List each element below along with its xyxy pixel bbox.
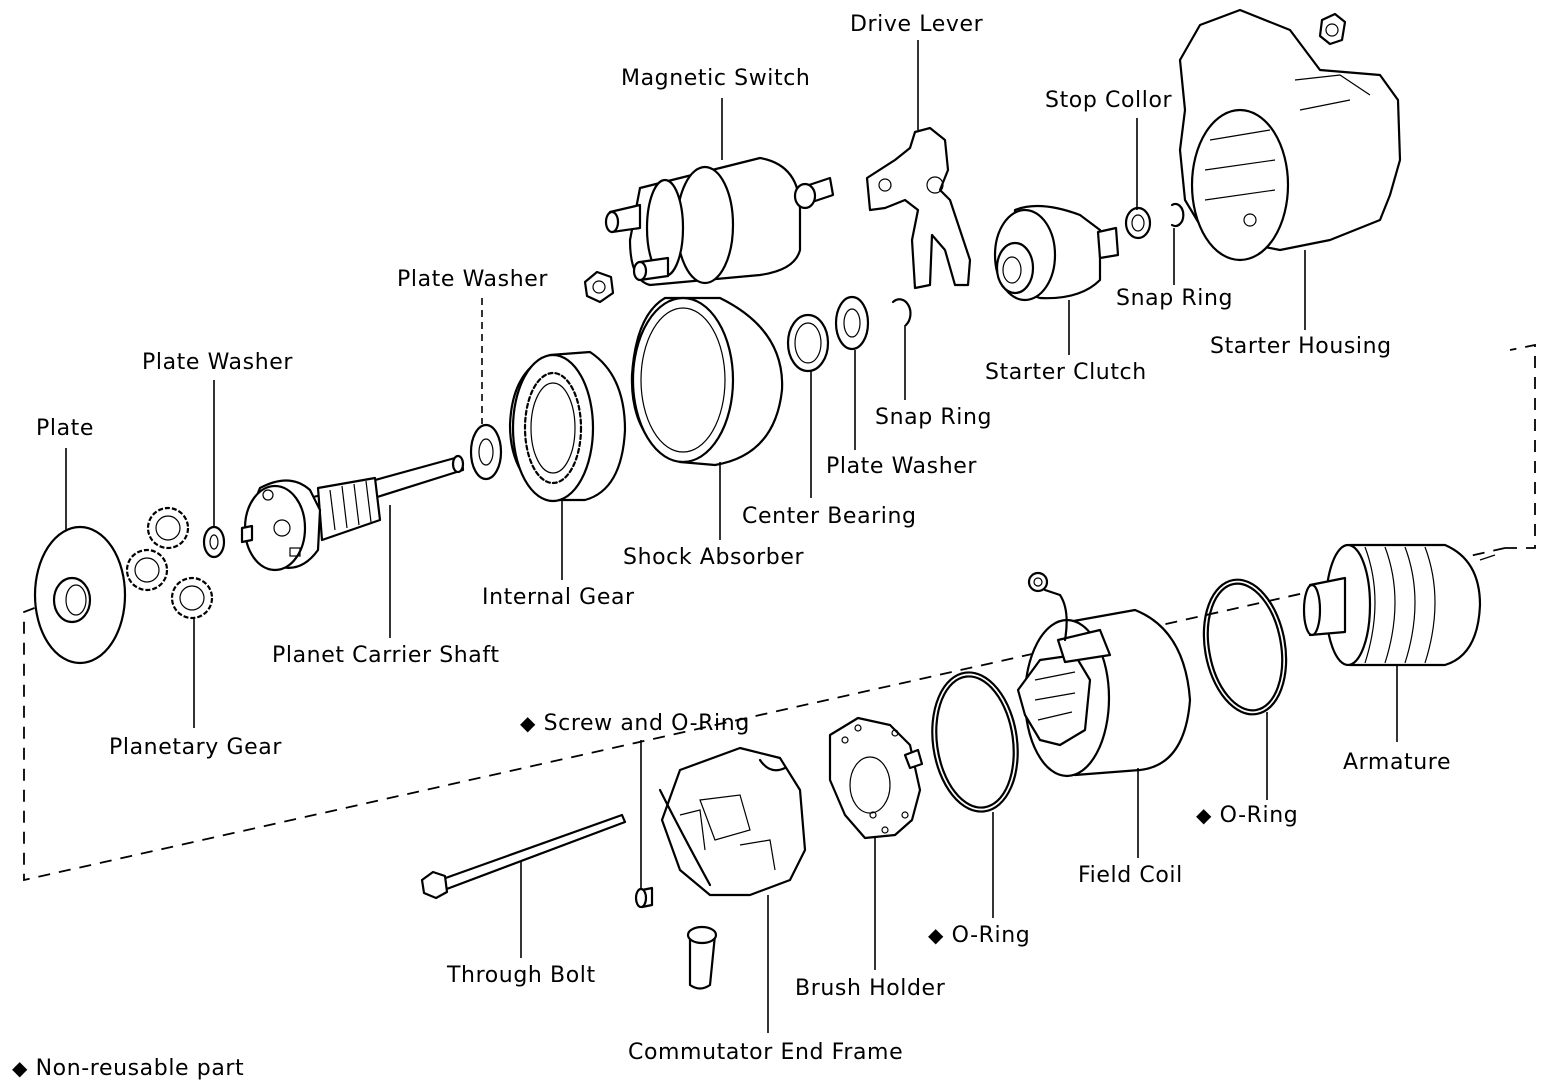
label-armature: Armature bbox=[1343, 750, 1452, 775]
commutator-bolt-part bbox=[686, 925, 718, 990]
label-brush-holder: Brush Holder bbox=[795, 976, 946, 1001]
drive-lever-part bbox=[865, 126, 972, 290]
label-internal-gear: Internal Gear bbox=[482, 585, 635, 610]
label-snap-ring-top: Snap Ring bbox=[1116, 286, 1234, 311]
starter-clutch-part bbox=[993, 204, 1120, 302]
non-reusable-marker: ◆ bbox=[1196, 803, 1212, 827]
legend-symbol: ◆ bbox=[12, 1056, 28, 1080]
planetary-gears-part bbox=[125, 506, 214, 620]
through-bolt-part bbox=[420, 813, 627, 900]
label-through-bolt: Through Bolt bbox=[447, 963, 596, 988]
leader-lines bbox=[65, 40, 1398, 1033]
label-snap-ring-mid: Snap Ring bbox=[875, 405, 993, 430]
label-commutator-end-frame: Commutator End Frame bbox=[628, 1040, 904, 1065]
plate-washer-left-part bbox=[202, 525, 226, 559]
legend: ◆ Non-reusable part bbox=[12, 1058, 244, 1080]
label-plate-washer-top: Plate Washer bbox=[397, 267, 549, 292]
label-plate: Plate bbox=[36, 416, 95, 441]
label-starter-housing: Starter Housing bbox=[1210, 334, 1392, 359]
commutator-end-frame-part bbox=[658, 746, 807, 897]
snap-ring-mid-part bbox=[891, 298, 912, 327]
internal-gear-part bbox=[508, 350, 627, 503]
magnetic-switch-part bbox=[583, 156, 835, 304]
screw-part bbox=[634, 886, 654, 909]
plate-washer-mid-part bbox=[834, 295, 870, 351]
o-ring-right-part bbox=[1202, 578, 1288, 716]
planet-carrier-shaft-part bbox=[240, 454, 465, 572]
center-bearing-part bbox=[786, 313, 830, 373]
label-center-bearing: Center Bearing bbox=[742, 504, 917, 529]
shock-absorber-part bbox=[630, 296, 784, 467]
label-planet-carrier-shaft: Planet Carrier Shaft bbox=[272, 643, 500, 668]
label-magnetic-switch: Magnetic Switch bbox=[621, 66, 811, 91]
non-reusable-marker: ◆ bbox=[928, 923, 944, 947]
o-ring-mid-part bbox=[931, 671, 1019, 813]
snap-ring-top-part bbox=[1170, 202, 1185, 228]
alignment-dashed-line bbox=[23, 343, 1536, 882]
label-stop-collor: Stop Collor bbox=[1045, 88, 1173, 113]
label-screw-and-o-ring: ◆ Screw and O-Ring bbox=[520, 711, 750, 736]
label-planetary-gear: Planetary Gear bbox=[109, 735, 283, 760]
brush-holder-part bbox=[828, 716, 924, 840]
stop-collor-part bbox=[1124, 206, 1152, 240]
starter-housing-part bbox=[1178, 8, 1402, 262]
label-o-ring-mid: ◆ O-Ring bbox=[928, 923, 1031, 948]
legend-text: Non-reusable part bbox=[35, 1056, 245, 1081]
label-starter-clutch: Starter Clutch bbox=[985, 360, 1147, 385]
label-o-ring-right: ◆ O-Ring bbox=[1196, 803, 1299, 828]
label-plate-washer-mid: Plate Washer bbox=[826, 454, 978, 479]
label-shock-absorber: Shock Absorber bbox=[623, 545, 805, 570]
label-field-coil: Field Coil bbox=[1078, 863, 1183, 888]
armature-part bbox=[1302, 543, 1496, 667]
plate-part bbox=[33, 525, 127, 665]
plate-washer-top-part bbox=[469, 423, 503, 481]
label-drive-lever: Drive Lever bbox=[850, 12, 984, 37]
field-coil-part bbox=[1016, 571, 1192, 778]
non-reusable-marker: ◆ bbox=[520, 711, 536, 735]
label-plate-washer-left: Plate Washer bbox=[142, 350, 294, 375]
